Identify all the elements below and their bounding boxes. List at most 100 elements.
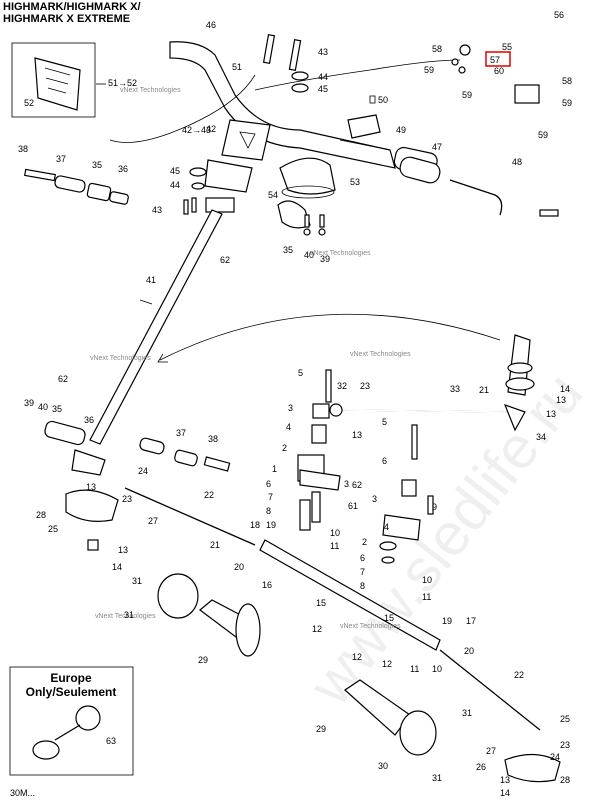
callout-58: 58 xyxy=(562,76,572,86)
riser-block xyxy=(221,119,271,161)
callout-39: 39 xyxy=(24,398,34,408)
callout-39: 39 xyxy=(320,254,330,264)
callout-6: 6 xyxy=(360,553,365,563)
callout-43: 43 xyxy=(152,205,162,215)
callout-36: 36 xyxy=(84,415,94,425)
ref-51-52: 51→52 xyxy=(108,78,137,88)
callout-5: 5 xyxy=(298,368,303,378)
callout-34: 34 xyxy=(536,432,546,442)
callout-37: 37 xyxy=(176,428,186,438)
callout-22: 22 xyxy=(514,670,524,680)
callout-17: 17 xyxy=(466,616,476,626)
callout-45: 45 xyxy=(318,84,328,94)
callout-59: 59 xyxy=(562,98,572,108)
callout-3: 3 xyxy=(344,479,349,489)
footer-code: 30M... xyxy=(10,788,35,798)
lever-48 xyxy=(449,179,503,216)
callout-11: 11 xyxy=(410,664,419,674)
housing-25-right xyxy=(504,753,561,783)
callout-15: 15 xyxy=(316,598,326,608)
callout-20: 20 xyxy=(234,562,244,572)
callout-61: 61 xyxy=(348,501,358,511)
inset-title-2: Only/Seulement xyxy=(26,685,117,699)
callout-31: 31 xyxy=(132,576,142,586)
callout-8: 8 xyxy=(266,506,271,516)
callout-38: 38 xyxy=(18,144,28,154)
callout-47: 47 xyxy=(432,142,442,152)
callout-44: 44 xyxy=(170,180,180,190)
part-53-pad xyxy=(279,157,336,195)
callout-20: 20 xyxy=(464,646,474,656)
callout-19: 19 xyxy=(442,616,452,626)
callout-45: 45 xyxy=(170,166,180,176)
watermark-5: vNext Technologies xyxy=(95,613,156,620)
callout-40: 40 xyxy=(304,250,314,260)
callout-5: 5 xyxy=(382,417,387,427)
callout-1: 1 xyxy=(272,464,277,474)
callout-4: 4 xyxy=(384,522,389,532)
callout-35: 35 xyxy=(52,404,62,414)
callout-59: 59 xyxy=(538,130,548,140)
callout-28: 28 xyxy=(560,775,570,785)
callout-19: 19 xyxy=(266,520,276,530)
callout-37: 37 xyxy=(56,154,66,164)
callout-9: 9 xyxy=(432,502,437,512)
callout-21: 21 xyxy=(479,385,489,395)
callout-2: 2 xyxy=(362,537,367,547)
callout-42: 42 xyxy=(206,124,216,134)
watermark-2: vNext Technologies xyxy=(310,250,371,257)
callout-59: 59 xyxy=(424,65,434,75)
callout-3: 3 xyxy=(288,403,293,413)
callout-12: 12 xyxy=(312,624,322,634)
bolt-group-43 xyxy=(262,33,309,93)
housing-25-left xyxy=(65,489,119,522)
callout-13: 13 xyxy=(546,409,556,419)
callout-3: 3 xyxy=(372,494,377,504)
callout-33: 33 xyxy=(450,384,460,394)
callout-27: 27 xyxy=(486,746,496,756)
callout-23: 23 xyxy=(560,740,570,750)
inset-europe: Europe Only/Seulement 63 xyxy=(9,666,134,776)
callout-23: 23 xyxy=(122,494,132,504)
callout-13: 13 xyxy=(118,545,128,555)
callout-12: 12 xyxy=(382,659,392,669)
center-stack-2 xyxy=(379,424,434,564)
callout-60: 60 xyxy=(494,66,504,76)
callout-14: 14 xyxy=(500,788,510,798)
rod-22-left xyxy=(124,487,256,546)
callout-25: 25 xyxy=(48,524,58,534)
callout-55: 55 xyxy=(502,42,512,52)
callout-13: 13 xyxy=(500,775,510,785)
callout-27: 27 xyxy=(148,516,158,526)
callout-8: 8 xyxy=(360,581,365,591)
callout-6: 6 xyxy=(382,456,387,466)
column-clamp xyxy=(204,159,253,193)
callout-24: 24 xyxy=(550,752,560,762)
rod-22-right xyxy=(439,649,541,731)
cable-2 xyxy=(254,59,461,91)
callout-35: 35 xyxy=(92,160,102,170)
callout-48: 48 xyxy=(512,157,522,167)
boot-29-lower xyxy=(344,679,437,756)
callout-31: 31 xyxy=(462,708,472,718)
callout-30: 30 xyxy=(378,761,388,771)
callout-11: 11 xyxy=(422,592,431,602)
ref-50: 50 xyxy=(378,95,388,105)
callout-46: 46 xyxy=(206,20,216,30)
callout-43: 43 xyxy=(318,47,328,57)
handlebar xyxy=(169,41,438,176)
callout-26: 26 xyxy=(476,762,486,772)
callout-7: 7 xyxy=(360,567,365,577)
callout-13: 13 xyxy=(86,482,96,492)
callout-16: 16 xyxy=(262,580,272,590)
callout-51: 51 xyxy=(232,62,242,72)
callout-14: 14 xyxy=(560,384,570,394)
callout-4: 4 xyxy=(286,422,291,432)
callout-7: 7 xyxy=(268,492,273,502)
watermark-4: vNext Technologies xyxy=(350,351,411,358)
callout-23: 23 xyxy=(360,381,370,391)
watermark-3: vNext Technologies xyxy=(90,355,151,362)
callout-13: 13 xyxy=(556,395,566,405)
callout-28: 28 xyxy=(36,510,46,520)
